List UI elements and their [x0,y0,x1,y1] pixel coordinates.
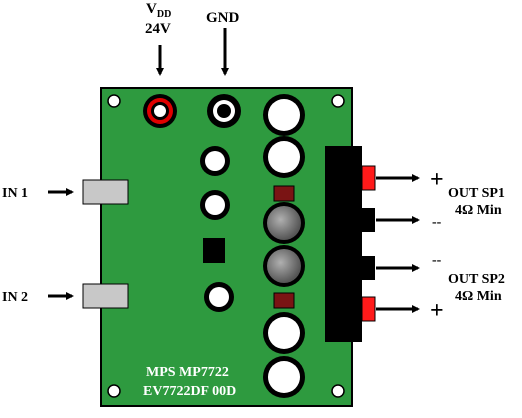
input-jack-1 [82,179,129,205]
pcb-board [100,87,353,407]
input-jack-2 [82,283,129,309]
minus-top-sign: -- [432,215,442,230]
small-posts [200,146,234,312]
board-label-line1: MPS MP7722 [146,365,229,380]
minus-bottom-sign: -- [432,253,442,268]
arrows [48,28,420,313]
mounting-holes [107,94,345,398]
capacitor-bottom [273,292,295,309]
capacitor-top [273,185,295,202]
vdd-terminal [143,94,177,128]
ic-chip [203,238,225,263]
large-posts [263,94,305,398]
out-sp2-label: OUT SP2 [448,272,505,287]
in2-label: IN 2 [2,290,28,305]
out-sp1-label: OUT SP1 [448,186,505,201]
gnd-label: GND [206,10,240,26]
out-sp1-min-label: 4Ω Min [455,203,502,218]
vdd-label: VDD [146,1,171,20]
plus-top-sign: + [430,167,444,193]
gnd-terminal [207,94,241,128]
plus-bottom-sign: + [430,298,444,324]
vdd-voltage-label: 24V [145,21,171,37]
out-sp2-min-label: 4Ω Min [455,289,502,304]
board-label-line2: EV7722DF 00D [143,384,236,399]
gray-inductors [263,202,305,287]
in1-label: IN 1 [2,186,28,201]
output-terminal-block [325,146,376,342]
